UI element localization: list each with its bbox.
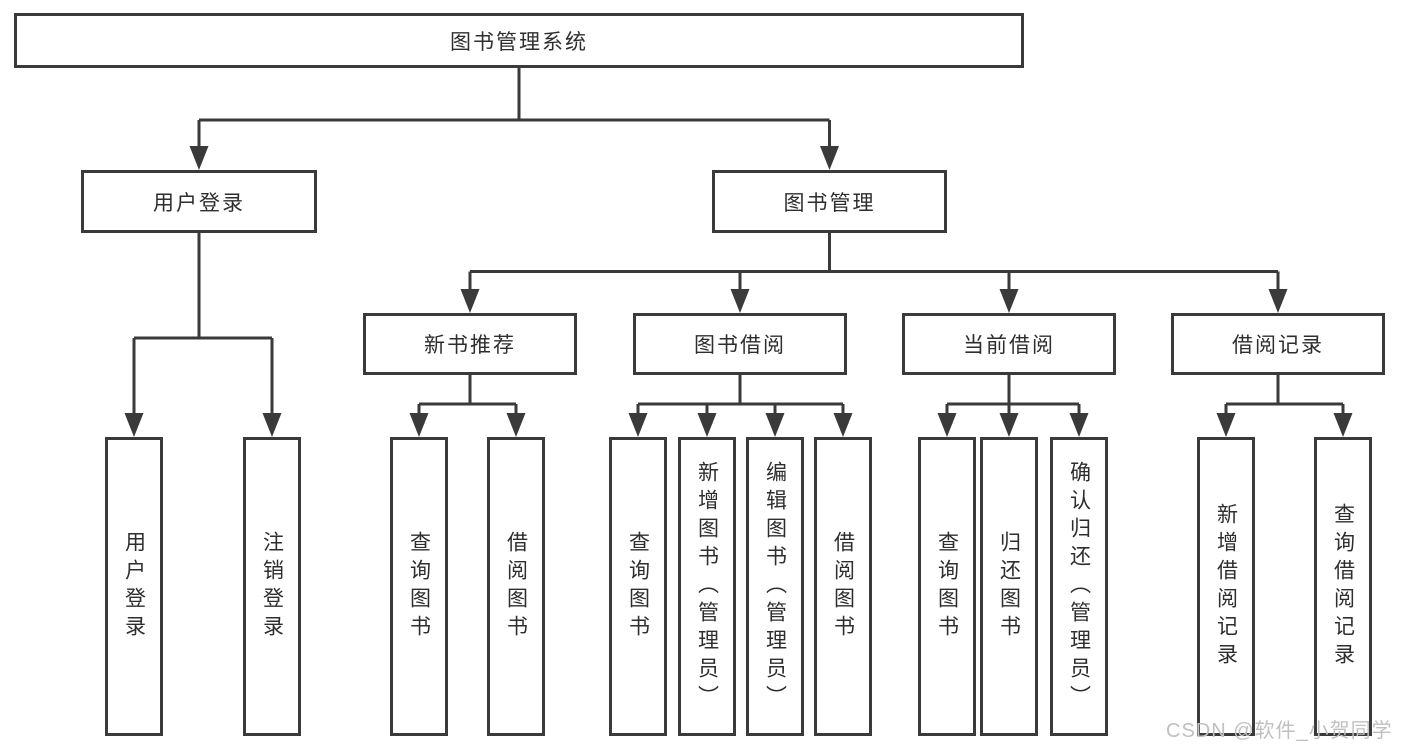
node-current-borrowing: 当前借阅 <box>902 313 1116 375</box>
node-book-management-label: 图书管理 <box>783 191 876 215</box>
leaf-confirm-return-admin: 确认归还（管理员） <box>1050 437 1108 736</box>
leaf-borrow-books-1: 借阅图书 <box>487 437 545 736</box>
node-book-borrowing-label: 图书借阅 <box>694 334 786 357</box>
leaf-query-books-1-label: 查询图书 <box>407 530 431 643</box>
leaf-add-borrow-record-label: 新增借阅记录 <box>1214 502 1238 671</box>
leaf-user-login-label: 用户登录 <box>122 530 146 643</box>
leaf-logout-label: 注销登录 <box>260 530 284 643</box>
leaf-return-books-label: 归还图书 <box>997 530 1021 643</box>
node-root-library-system: 图书管理系统 <box>14 13 1024 68</box>
node-book-management: 图书管理 <box>712 170 947 233</box>
node-new-book-recommend-label: 新书推荐 <box>424 334 516 357</box>
node-new-book-recommend: 新书推荐 <box>363 313 577 375</box>
node-root-label: 图书管理系统 <box>450 30 588 54</box>
leaf-query-books-3-label: 查询图书 <box>935 530 959 643</box>
node-current-borrowing-label: 当前借阅 <box>963 334 1055 357</box>
arrowheads <box>124 146 1353 437</box>
node-user-login: 用户登录 <box>81 170 317 233</box>
leaf-borrow-books-2-label: 借阅图书 <box>831 530 855 643</box>
node-user-login-label: 用户登录 <box>153 191 245 215</box>
leaf-edit-books-admin-label: 编辑图书（管理员） <box>763 460 787 713</box>
leaf-edit-books-admin: 编辑图书（管理员） <box>746 437 804 736</box>
node-borrowing-records: 借阅记录 <box>1171 313 1385 375</box>
leaf-return-books: 归还图书 <box>980 437 1038 736</box>
leaf-query-books-2-label: 查询图书 <box>626 530 650 643</box>
csdn-watermark: CSDN @软件_小贺同学 <box>1166 720 1393 742</box>
leaf-borrow-books-1-label: 借阅图书 <box>504 530 528 643</box>
leaf-add-books-admin-label: 新增图书（管理员） <box>695 460 719 713</box>
leaf-logout: 注销登录 <box>243 437 301 736</box>
leaf-query-borrow-record: 查询借阅记录 <box>1314 437 1372 736</box>
leaf-query-books-3: 查询图书 <box>918 437 976 736</box>
leaf-confirm-return-admin-label: 确认归还（管理员） <box>1067 460 1091 713</box>
leaf-query-books-2: 查询图书 <box>609 437 667 736</box>
connector-lines <box>132 68 1345 418</box>
node-book-borrowing: 图书借阅 <box>633 313 847 375</box>
node-borrowing-records-label: 借阅记录 <box>1232 334 1324 357</box>
leaf-add-borrow-record: 新增借阅记录 <box>1197 437 1255 736</box>
leaf-add-books-admin: 新增图书（管理员） <box>678 437 736 736</box>
leaf-borrow-books-2: 借阅图书 <box>814 437 872 736</box>
leaf-query-books-1: 查询图书 <box>390 437 448 736</box>
leaf-user-login: 用户登录 <box>105 437 163 736</box>
leaf-query-borrow-record-label: 查询借阅记录 <box>1331 502 1355 671</box>
